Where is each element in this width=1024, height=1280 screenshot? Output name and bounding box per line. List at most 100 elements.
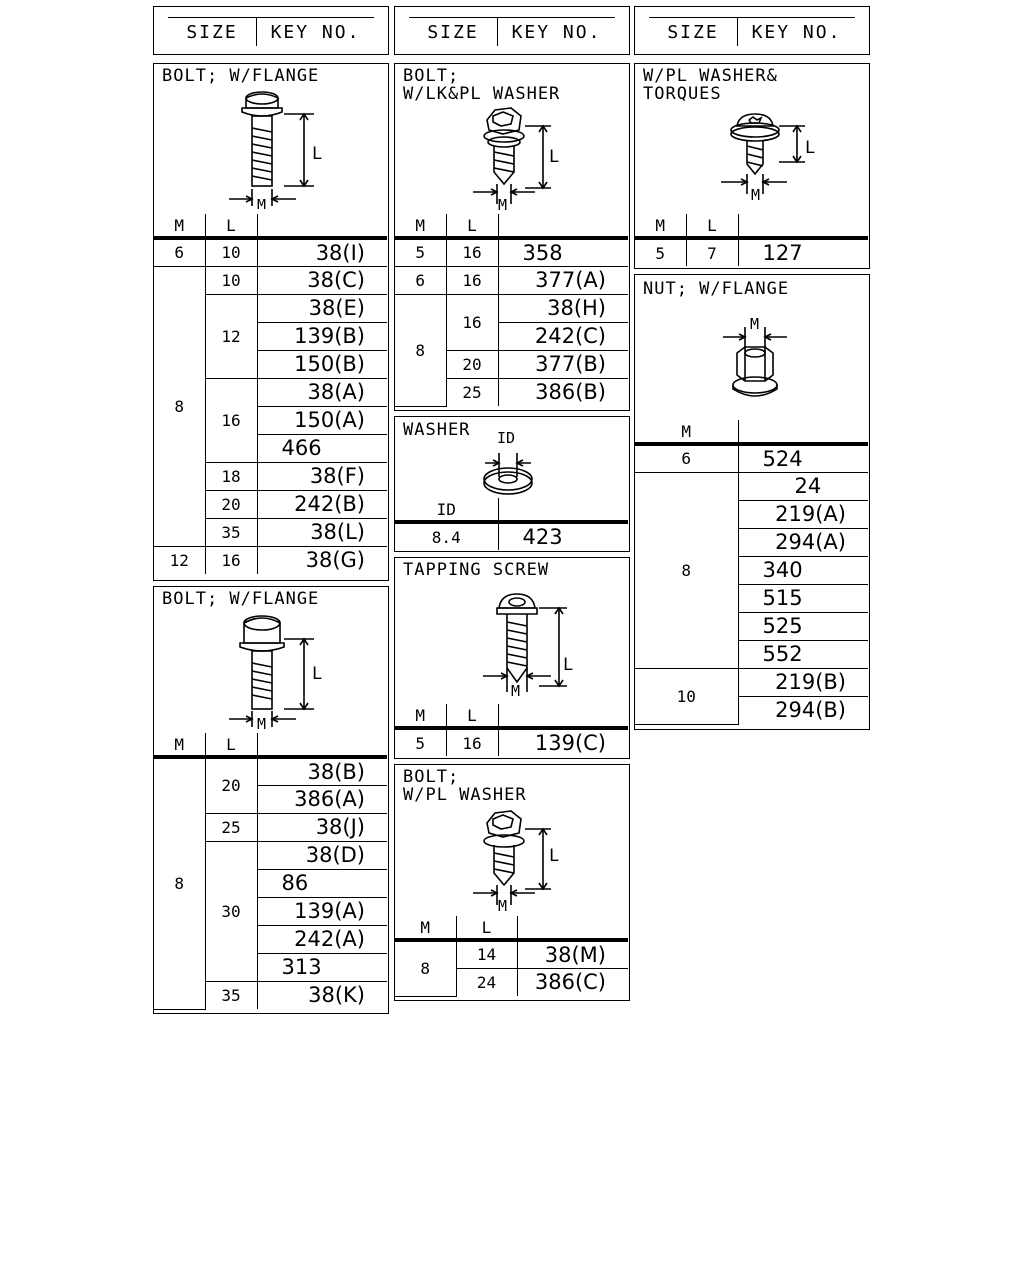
dim-m-label: M — [257, 715, 266, 729]
panel-title: BOLT; W/FLANGE — [162, 66, 320, 86]
cell-l: 16 — [205, 377, 258, 463]
col-m: M — [635, 214, 687, 240]
panel-title: BOLT; W/LK&PL WASHER — [403, 66, 561, 104]
cell-m: 8 — [395, 293, 447, 407]
header-key-no: KEY NO. — [511, 21, 602, 43]
cell-key: 38(G) — [256, 545, 387, 574]
cell-key: 139(C) — [497, 727, 628, 756]
header-key-no: KEY NO. — [270, 21, 361, 43]
cell-l: 16 — [445, 727, 499, 756]
panel-title: BOLT; W/PL WASHER — [403, 767, 527, 805]
cell-key: 525 — [738, 611, 868, 641]
cell-key: 38(B) — [256, 756, 387, 786]
header-size: SIZE — [649, 18, 738, 46]
cell-l: 25 — [446, 377, 499, 406]
col-key — [737, 420, 868, 446]
panel-title: TAPPING SCREW — [403, 560, 550, 580]
dim-m-label: M — [511, 682, 520, 700]
dim-l-label: L — [563, 655, 573, 675]
panel-title: W/PL WASHER& TORQUES — [643, 66, 778, 104]
cell-key: 38(D) — [256, 840, 387, 870]
cell-l: 20 — [204, 756, 258, 814]
dim-m-label: M — [257, 196, 266, 209]
cell-m: 5 — [395, 237, 447, 267]
col-l: L — [204, 214, 258, 240]
cell-key: 386(B) — [497, 377, 628, 406]
cell-key: 38(K) — [256, 980, 387, 1009]
cell-key: 38(J) — [256, 812, 387, 842]
dim-l-label: L — [549, 846, 559, 866]
cell-m: 6 — [395, 265, 447, 295]
cell-key: 377(B) — [497, 349, 628, 379]
cell-key: 150(B) — [257, 349, 387, 379]
cell-key: 38(A) — [256, 377, 387, 407]
col-key — [256, 214, 387, 240]
cell-key: 86 — [257, 868, 387, 898]
cell-key: 358 — [497, 237, 628, 267]
cell-key: 219(A) — [738, 499, 868, 529]
header-key-no: KEY NO. — [751, 21, 842, 43]
cell-key: 38(F) — [256, 461, 387, 491]
col-id: ID — [395, 498, 499, 524]
cell-key: 294(A) — [738, 527, 868, 557]
dim-m-label: M — [750, 315, 759, 333]
dim-l-label: L — [312, 144, 322, 164]
cell-key: 524 — [737, 443, 868, 473]
cell-m: 10 — [635, 667, 739, 725]
cell-l: 20 — [205, 489, 258, 519]
cell-l: 18 — [205, 461, 258, 491]
cell-l: 16 — [445, 237, 499, 267]
tapping-screw-icon: L M — [483, 593, 573, 700]
col-m: M — [154, 214, 206, 240]
col-l: L — [455, 916, 518, 942]
cell-l: 16 — [445, 293, 499, 351]
washer-icon: ID — [483, 429, 533, 495]
col-m: M — [395, 704, 447, 730]
cell-l: 10 — [204, 265, 258, 295]
col-m: M — [154, 733, 206, 759]
col-key — [516, 916, 628, 942]
dim-l-label: L — [549, 147, 559, 167]
cell-m: 6 — [154, 237, 206, 267]
cell-m: 8 — [635, 471, 739, 669]
cell-l: 10 — [204, 237, 258, 267]
cell-key: 38(H) — [497, 293, 628, 323]
hex-bolt-lock-washer-icon: L M — [473, 107, 559, 212]
panel-title: WASHER — [403, 420, 471, 440]
cell-l: 35 — [205, 980, 258, 1009]
col-m: M — [635, 420, 739, 446]
cell-key: 150(A) — [257, 405, 387, 435]
cell-key: 139(B) — [257, 321, 387, 351]
dim-m-label: M — [751, 186, 760, 204]
col-key — [737, 214, 868, 240]
cell-key: 38(L) — [256, 517, 387, 547]
cell-key: 423 — [497, 521, 628, 550]
cell-key: 313 — [257, 952, 387, 982]
cell-l: 25 — [205, 812, 258, 842]
cell-m: 12 — [154, 545, 206, 574]
col-l: L — [445, 704, 499, 730]
hex-bolt-washer-icon: L M — [473, 810, 559, 913]
cell-m: 8 — [395, 939, 457, 997]
cell-m: 5 — [635, 237, 687, 266]
col-key — [256, 733, 387, 759]
cell-key: 377(A) — [497, 265, 628, 295]
cell-l: 20 — [446, 349, 499, 379]
flange-bolt-icon: L M — [229, 615, 322, 729]
cell-key: 127 — [737, 237, 868, 266]
torx-screw-washer-icon: L M — [721, 113, 815, 204]
cell-l: 35 — [205, 517, 258, 547]
panel-title: BOLT; W/FLANGE — [162, 589, 320, 609]
cell-key: 515 — [738, 583, 868, 613]
cell-key: 242(B) — [256, 489, 387, 519]
